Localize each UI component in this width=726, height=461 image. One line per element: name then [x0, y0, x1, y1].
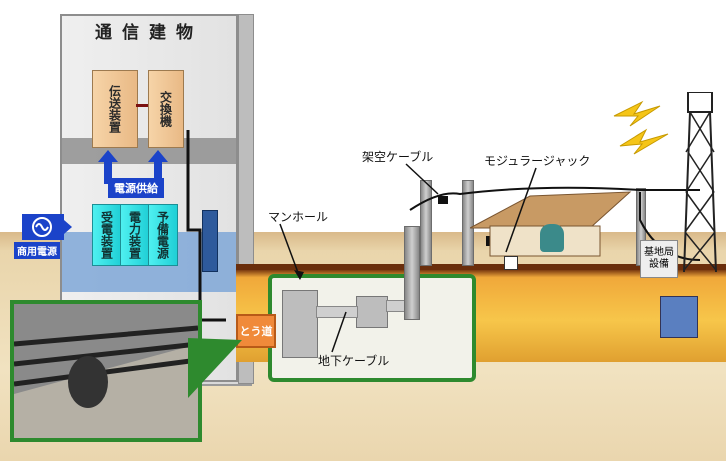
utility-pole-2	[462, 180, 474, 266]
power-equipment: 電力装置	[120, 204, 150, 266]
equipment-link	[136, 104, 148, 107]
building-cable	[186, 130, 226, 322]
riser-pipe	[404, 226, 420, 320]
underground-cable-label: 地下ケーブル	[318, 354, 390, 368]
photo-callout	[188, 338, 242, 398]
power-arrows	[98, 150, 168, 184]
modular-jack-label: モジュラージャック	[484, 154, 591, 168]
person-icon	[660, 296, 698, 338]
base-station-equipment: 基地局設備	[640, 240, 678, 278]
transmission-equipment: 伝送装置	[92, 70, 138, 148]
tunnel-photo-image	[14, 304, 198, 438]
underground-joint	[356, 296, 388, 328]
power-supply-label: 電源供給	[108, 178, 164, 198]
modular-jack	[504, 256, 518, 270]
underground-pipe	[316, 306, 358, 318]
person-on-phone	[540, 224, 564, 252]
manhole-label: マンホール	[268, 210, 329, 224]
radio-wave-icon	[613, 100, 669, 155]
base-station-tower	[683, 92, 717, 273]
modular-jack-pointer	[505, 167, 537, 253]
receiving-equipment: 受電装置	[92, 204, 122, 266]
ac-power-icon	[22, 214, 72, 240]
commercial-power: 商用電源	[14, 212, 72, 259]
exchange-equipment: 交換機	[148, 70, 184, 148]
cable-cabinet	[202, 210, 218, 272]
building-title: 通信建物	[95, 23, 203, 43]
underground-equipment	[282, 290, 318, 358]
commercial-power-label: 商用電源	[14, 242, 60, 259]
manhole-pointer	[279, 223, 304, 280]
underground-cable-pointer	[331, 311, 347, 353]
tunnel-label: とう道	[236, 314, 276, 348]
aerial-cable-label: 架空ケーブル	[362, 150, 434, 164]
tunnel-photo	[10, 300, 202, 442]
aerial-cable-pointer	[405, 163, 439, 195]
backup-power: 予備電源	[148, 204, 178, 266]
